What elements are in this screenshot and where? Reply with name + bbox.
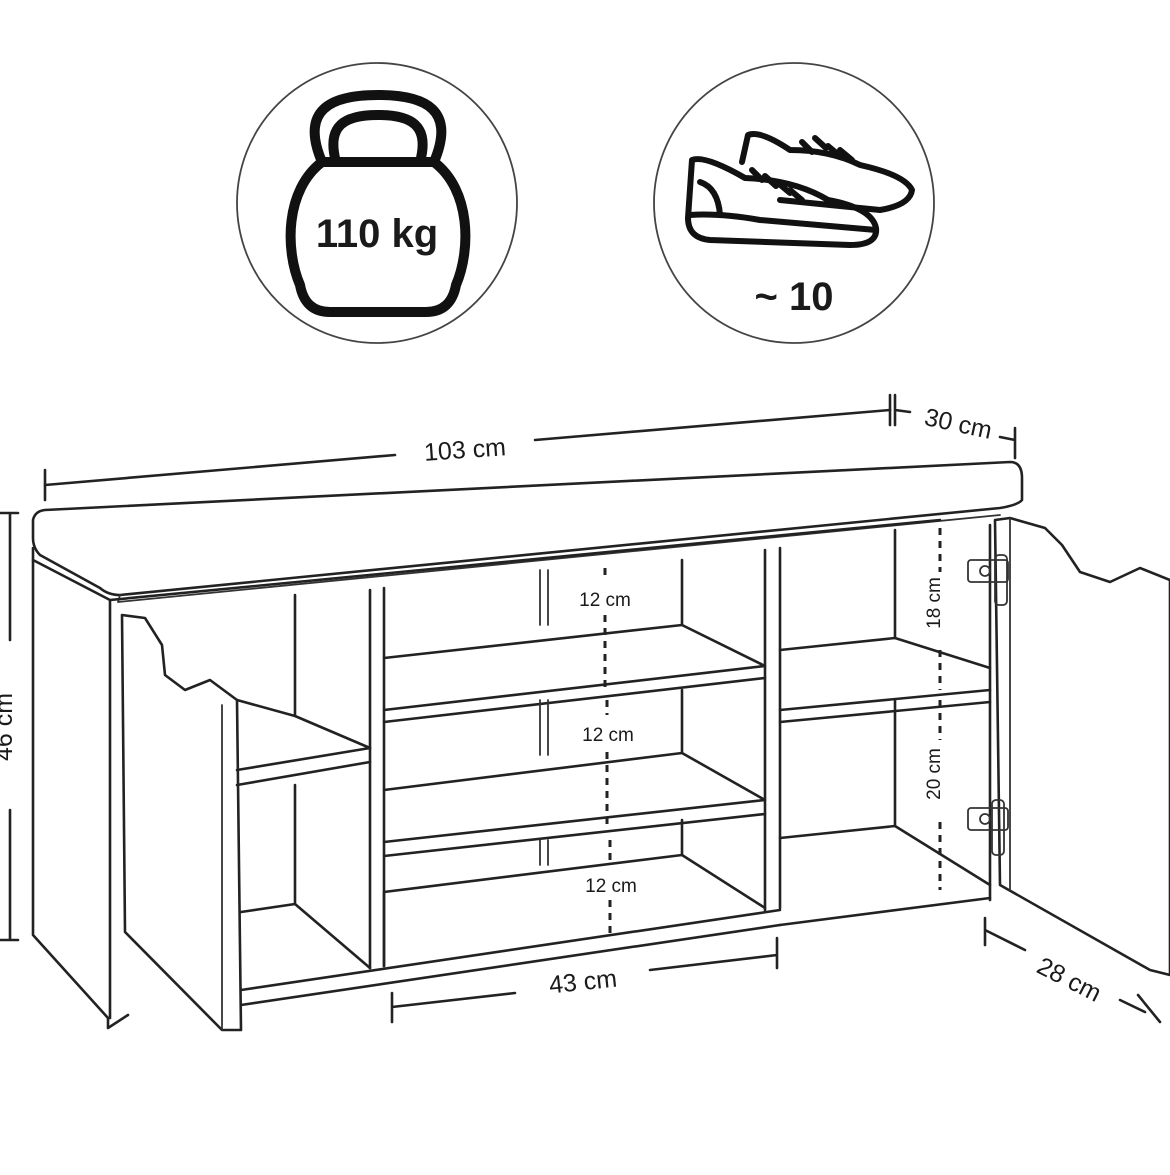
shelf-height-dimensions: 12 cm 12 cm 12 cm bbox=[579, 568, 637, 935]
width-dimension: 103 cm bbox=[43, 393, 892, 502]
capacity-label: ~ 10 bbox=[755, 275, 834, 319]
middle-shelf-1 bbox=[382, 623, 767, 724]
bench-drawing bbox=[31, 460, 1170, 1032]
side-bottom-label: 20 cm bbox=[924, 748, 945, 800]
side-height-dimensions: 18 cm 20 cm bbox=[924, 528, 945, 890]
side-top-label: 18 cm bbox=[924, 577, 945, 629]
kettlebell-icon bbox=[285, 90, 471, 317]
carcass bbox=[31, 546, 130, 1030]
shelf-1-label: 12 cm bbox=[579, 590, 631, 611]
seat-cushion bbox=[31, 460, 1024, 597]
weight-label: 110 kg bbox=[316, 212, 438, 256]
shelf-2-label: 12 cm bbox=[582, 725, 634, 746]
hinge-bottom bbox=[967, 799, 1009, 856]
inner-width-label: 43 cm bbox=[548, 965, 619, 1000]
width-label: 103 cm bbox=[423, 433, 507, 467]
shelf-3-label: 12 cm bbox=[585, 876, 637, 897]
height-label: 46 cm bbox=[0, 693, 18, 761]
dimensions: 103 cm 30 cm 46 cm 12 cm 12 cm 12 cm 18 … bbox=[0, 393, 1162, 1024]
left-door bbox=[120, 613, 243, 1032]
weight-badge: 110 kg bbox=[236, 62, 518, 344]
height-dimension: 46 cm bbox=[0, 511, 20, 942]
inner-depth-label: 28 cm bbox=[1032, 952, 1105, 1008]
inner-depth-dimension: 28 cm bbox=[983, 916, 1162, 1024]
inner-width-dimension: 43 cm bbox=[390, 936, 779, 1024]
right-compartment bbox=[778, 636, 992, 724]
left-compartment bbox=[235, 593, 297, 718]
middle-shelf-2 bbox=[382, 751, 767, 858]
shoes-icon bbox=[685, 131, 915, 248]
hinge-top bbox=[967, 554, 1009, 606]
depth-dimension: 30 cm bbox=[893, 393, 1017, 460]
depth-label: 30 cm bbox=[922, 403, 994, 445]
capacity-badge: ~ 10 bbox=[653, 62, 935, 344]
right-door bbox=[993, 516, 1170, 977]
